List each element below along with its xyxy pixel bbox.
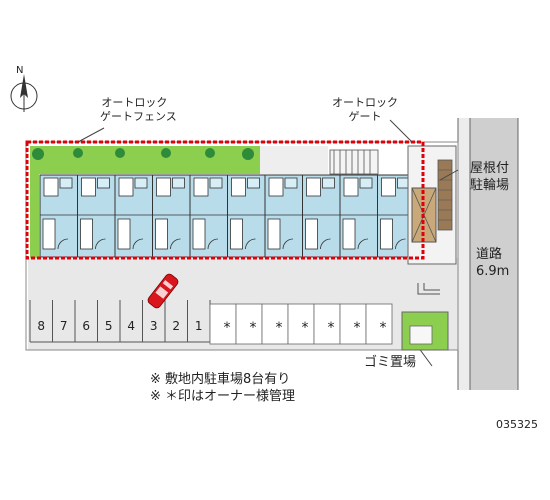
trash-area-label: ゴミ置場	[364, 355, 417, 370]
bike-shelter-label: 屋根付 駐輪場	[470, 160, 509, 194]
owner-parking-space: *	[261, 303, 289, 345]
apartment-unit	[189, 175, 228, 257]
apartment-unit	[152, 175, 190, 257]
apartment-unit	[114, 175, 153, 257]
owner-parking-space: *	[209, 303, 237, 345]
apartment-units	[39, 175, 415, 257]
compass-icon	[10, 74, 38, 112]
road-label-line1: 道路	[476, 247, 503, 262]
note-owner-managed: ※ ＊印はオーナー様管理	[150, 389, 296, 404]
autolock-gate-label-line2: ゲート	[348, 110, 382, 123]
car-icon	[147, 273, 179, 309]
autolock-fence-label-line1: オートロック	[101, 96, 168, 109]
owner-parking-mark: *	[250, 320, 257, 336]
owner-parking-mark: *	[302, 320, 309, 336]
apartment-unit	[339, 175, 378, 257]
bike-shelter-label-line2: 駐輪場	[470, 178, 510, 193]
entrance-walk	[260, 146, 328, 174]
owner-parking-mark: *	[276, 320, 283, 336]
owner-parking-mark: *	[380, 320, 387, 336]
autolock-gate-label: オートロック ゲート	[332, 96, 398, 124]
owner-parking-space: *	[313, 303, 341, 345]
apartment-unit	[39, 175, 78, 257]
autolock-fence-label: オートロック ゲートフェンス	[92, 96, 177, 124]
autolock-gate-label-line1: オートロック	[332, 96, 398, 109]
parking-space-number: 5	[105, 319, 113, 333]
owner-parking-space: *	[339, 303, 367, 345]
road-width-label: 6.9m	[476, 264, 510, 279]
parking-space-number: 2	[172, 319, 180, 333]
owner-parking-space: *	[365, 303, 393, 345]
parking-space-number: 4	[127, 319, 135, 333]
owner-parking-space: *	[235, 303, 263, 345]
gate-stairs	[329, 149, 379, 175]
owner-parking-mark: *	[328, 320, 335, 336]
parking-space-number: 3	[150, 319, 158, 333]
parking-space-number: 6	[82, 319, 90, 333]
owner-parking-mark: *	[224, 320, 231, 336]
bike-shelter-label-line1: 屋根付	[470, 161, 510, 176]
compass-north-label: N	[16, 65, 23, 76]
greenery-top	[30, 146, 260, 174]
autolock-fence-label-line2: ゲートフェンス	[100, 110, 177, 123]
greenery-left	[30, 146, 39, 258]
owner-parking-area: * * * * * * *	[209, 303, 393, 345]
apartment-unit	[264, 175, 303, 257]
road-label: 道路 6.9m	[474, 246, 512, 280]
autolock-boundary	[25, 140, 425, 260]
parking-space-number: 7	[60, 319, 68, 333]
note-parking-count: ※ 敷地内駐車場8台有り	[150, 372, 291, 387]
owner-parking-space: *	[287, 303, 315, 345]
parking-space-number: 8	[37, 319, 45, 333]
apartment-unit	[77, 175, 115, 257]
road-sidewalk	[458, 118, 470, 390]
owner-parking-mark: *	[354, 320, 361, 336]
parking-space-number: 1	[195, 319, 203, 333]
property-code: 035325	[496, 418, 538, 431]
apartment-unit	[227, 175, 265, 257]
driveway-markings	[417, 283, 440, 295]
apartment-unit	[302, 175, 340, 257]
